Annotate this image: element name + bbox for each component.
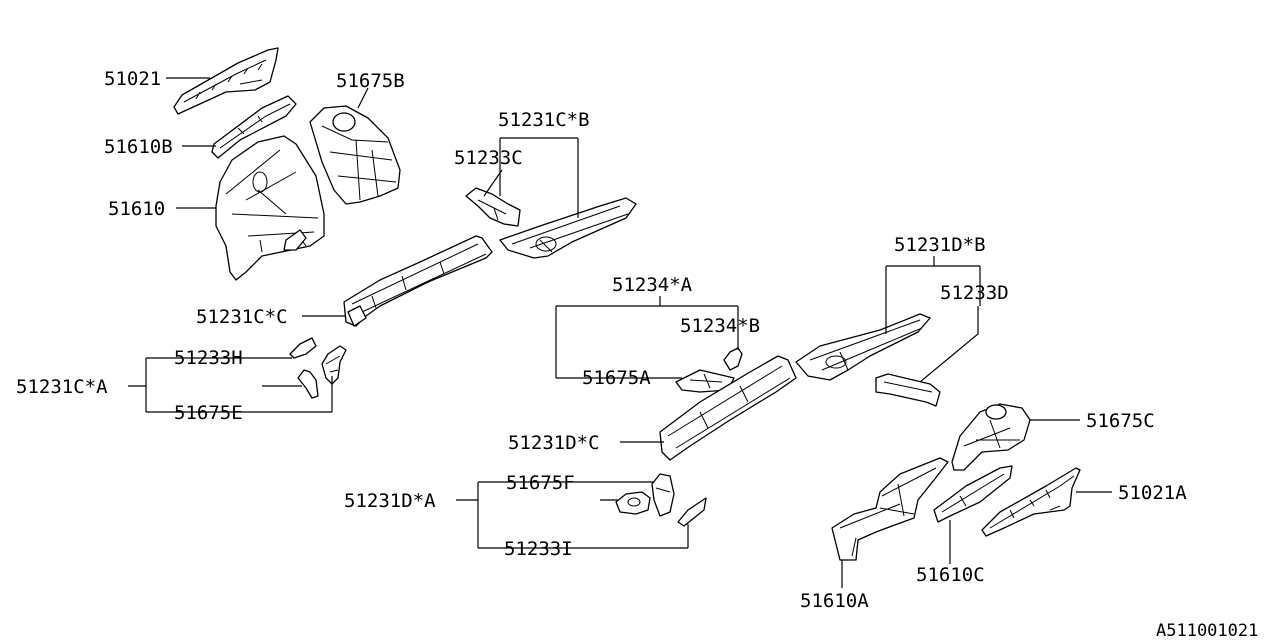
part-51234-b-shape	[723, 347, 743, 371]
leader-lines	[128, 77, 1112, 588]
part-51231d-a-shape	[615, 491, 651, 515]
label-51233d: 51233D	[940, 282, 1009, 304]
label-51231d-b: 51231D*B	[894, 234, 986, 256]
part-51675b-shape	[309, 105, 401, 205]
part-51231c-c-shape	[343, 235, 493, 327]
label-51675a: 51675A	[582, 367, 651, 389]
part-51231d-c-shape	[659, 355, 797, 461]
part-51675e-shape	[297, 369, 319, 399]
label-51231d-a: 51231D*A	[344, 490, 436, 512]
part-51021-shape	[173, 47, 279, 115]
label-51610a: 51610A	[800, 590, 869, 612]
label-51675b: 51675B	[336, 70, 405, 92]
label-51610c: 51610C	[916, 564, 985, 586]
label-51675f: 51675F	[506, 472, 575, 494]
part-51231d-b-shape	[795, 313, 931, 381]
label-51233c: 51233C	[454, 147, 523, 169]
label-51675e: 51675E	[174, 402, 243, 424]
label-51233i: 51233I	[504, 538, 573, 560]
label-51021: 51021	[104, 68, 161, 90]
diagram-id: A511001021	[1156, 621, 1258, 640]
label-51610b: 51610B	[104, 136, 173, 158]
part-51610c-shape	[933, 465, 1013, 523]
label-51231c-b: 51231C*B	[498, 109, 590, 131]
label-51675c: 51675C	[1086, 410, 1155, 432]
part-51021a-shape	[981, 467, 1081, 537]
part-51233h-shape	[289, 337, 317, 359]
part-51675c-shape	[951, 403, 1031, 471]
label-51231c-c: 51231C*C	[196, 306, 288, 328]
label-51231c-a: 51231C*A	[16, 376, 108, 398]
part-51675f-shape	[651, 473, 675, 517]
label-51234-a: 51234*A	[612, 274, 693, 296]
part-51233i-shape	[677, 497, 707, 527]
part-51233c-shape	[465, 187, 521, 227]
part-51610a-shape	[831, 457, 949, 561]
part-51231c-b-shape	[499, 197, 637, 259]
label-51233h: 51233H	[174, 347, 243, 369]
label-51610: 51610	[108, 198, 165, 220]
label-51231d-c: 51231D*C	[508, 432, 600, 454]
part-51610-shape	[215, 135, 325, 281]
label-51234-b: 51234*B	[680, 315, 760, 337]
part-51231c-a-shape	[321, 345, 347, 385]
part-51610b-shape	[211, 95, 297, 159]
part-51233d-shape	[875, 373, 941, 407]
label-51021a: 51021A	[1118, 482, 1187, 504]
